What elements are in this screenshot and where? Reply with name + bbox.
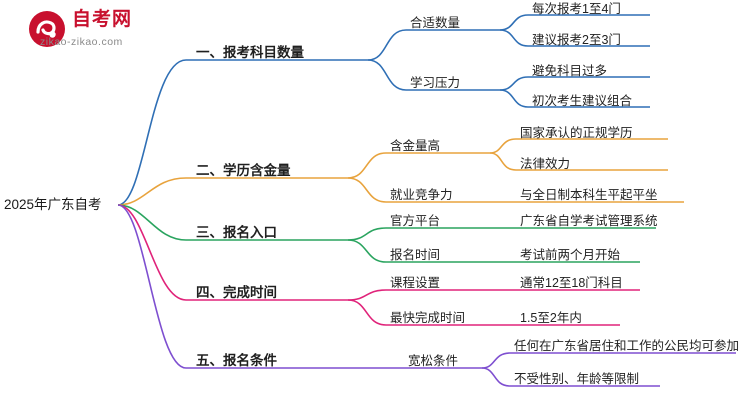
leaf-node-5-1-1[interactable]: 任何在广东省居住和工作的公民均可参加 — [514, 339, 740, 353]
leaf-node-5-1-2[interactable]: 不受性别、年龄等限制 — [514, 372, 640, 386]
child-node-3-1[interactable]: 官方平台 — [390, 214, 441, 228]
connector-child-1-leaf-2 — [481, 367, 511, 387]
leaf-node-1-1-1[interactable]: 每次报考1至4门 — [532, 2, 621, 16]
child-node-4-1[interactable]: 课程设置 — [390, 276, 441, 290]
connector-root-branch-5 — [117, 204, 187, 369]
connector-branch-4-child-2 — [347, 299, 387, 326]
logo-brand-text: 自考网 — [72, 9, 133, 30]
connector-branch-2-child-2 — [347, 177, 387, 203]
connector-branch-3-child-2 — [347, 239, 387, 263]
leaf-node-2-1-2[interactable]: 法律效力 — [520, 157, 571, 171]
connector-root-branch-2 — [117, 177, 187, 206]
leaf-node-4-1-1[interactable]: 通常12至18门科目 — [520, 276, 623, 290]
leaf-node-2-1-1[interactable]: 国家承认的正规学历 — [520, 126, 633, 140]
connector-child-2-leaf-1 — [499, 76, 529, 91]
connector-child-1-leaf-2 — [499, 29, 529, 47]
child-node-4-2[interactable]: 最快完成时间 — [390, 311, 466, 325]
circular-swirl-logo-icon — [29, 11, 65, 47]
logo-domain-text: zikao-zikao.com — [40, 36, 123, 48]
child-node-1-2[interactable]: 学习压力 — [410, 76, 461, 90]
connector-branch-2-child-1 — [347, 152, 387, 179]
connector-child-1-leaf-1 — [499, 14, 529, 31]
leaf-node-3-2-1[interactable]: 考试前两个月开始 — [520, 248, 621, 262]
connector-branch-4-child-1 — [347, 289, 387, 301]
child-node-3-2[interactable]: 报名时间 — [390, 248, 441, 262]
connector-child-1-leaf-1 — [489, 138, 517, 154]
leaf-node-2-2-1[interactable]: 与全日制本科生平起平坐 — [520, 188, 658, 202]
connector-root-branch-4 — [117, 204, 187, 301]
child-node-2-2[interactable]: 就业竞争力 — [390, 188, 453, 202]
connector-branch-1-child-2 — [367, 59, 407, 91]
leaf-node-1-1-2[interactable]: 建议报考2至3门 — [532, 33, 621, 47]
branch-node-3[interactable]: 三、报名入口 — [196, 225, 277, 240]
leaf-node-3-1-1[interactable]: 广东省自学考试管理系统 — [520, 214, 658, 228]
connector-branch-3-child-1 — [347, 227, 387, 241]
child-node-5-1[interactable]: 宽松条件 — [408, 354, 459, 368]
leaf-node-4-2-1[interactable]: 1.5至2年内 — [520, 311, 582, 325]
connector-child-1-leaf-1 — [481, 352, 511, 369]
connector-root-branch-1 — [117, 59, 187, 206]
leaf-node-1-2-2[interactable]: 初次考生建议组合 — [532, 94, 633, 108]
leaf-node-1-2-1[interactable]: 避免科目过多 — [532, 64, 608, 78]
connector-child-2-leaf-2 — [499, 89, 529, 108]
branch-node-2[interactable]: 二、学历含金量 — [196, 163, 291, 178]
child-node-1-1[interactable]: 合适数量 — [410, 16, 461, 30]
branch-node-5[interactable]: 五、报名条件 — [196, 353, 277, 368]
branch-node-1[interactable]: 一、报考科目数量 — [196, 45, 304, 60]
connector-root-branch-3 — [117, 204, 187, 241]
connector-branch-1-child-1 — [367, 29, 407, 61]
site-logo: 自考网 zikao-zikao.com — [28, 8, 198, 54]
mindmap-root-node[interactable]: 2025年广东自考 — [4, 197, 102, 212]
child-node-2-1[interactable]: 含金量高 — [390, 139, 441, 153]
connector-child-1-leaf-2 — [489, 152, 517, 171]
branch-node-4[interactable]: 四、完成时间 — [196, 285, 277, 300]
